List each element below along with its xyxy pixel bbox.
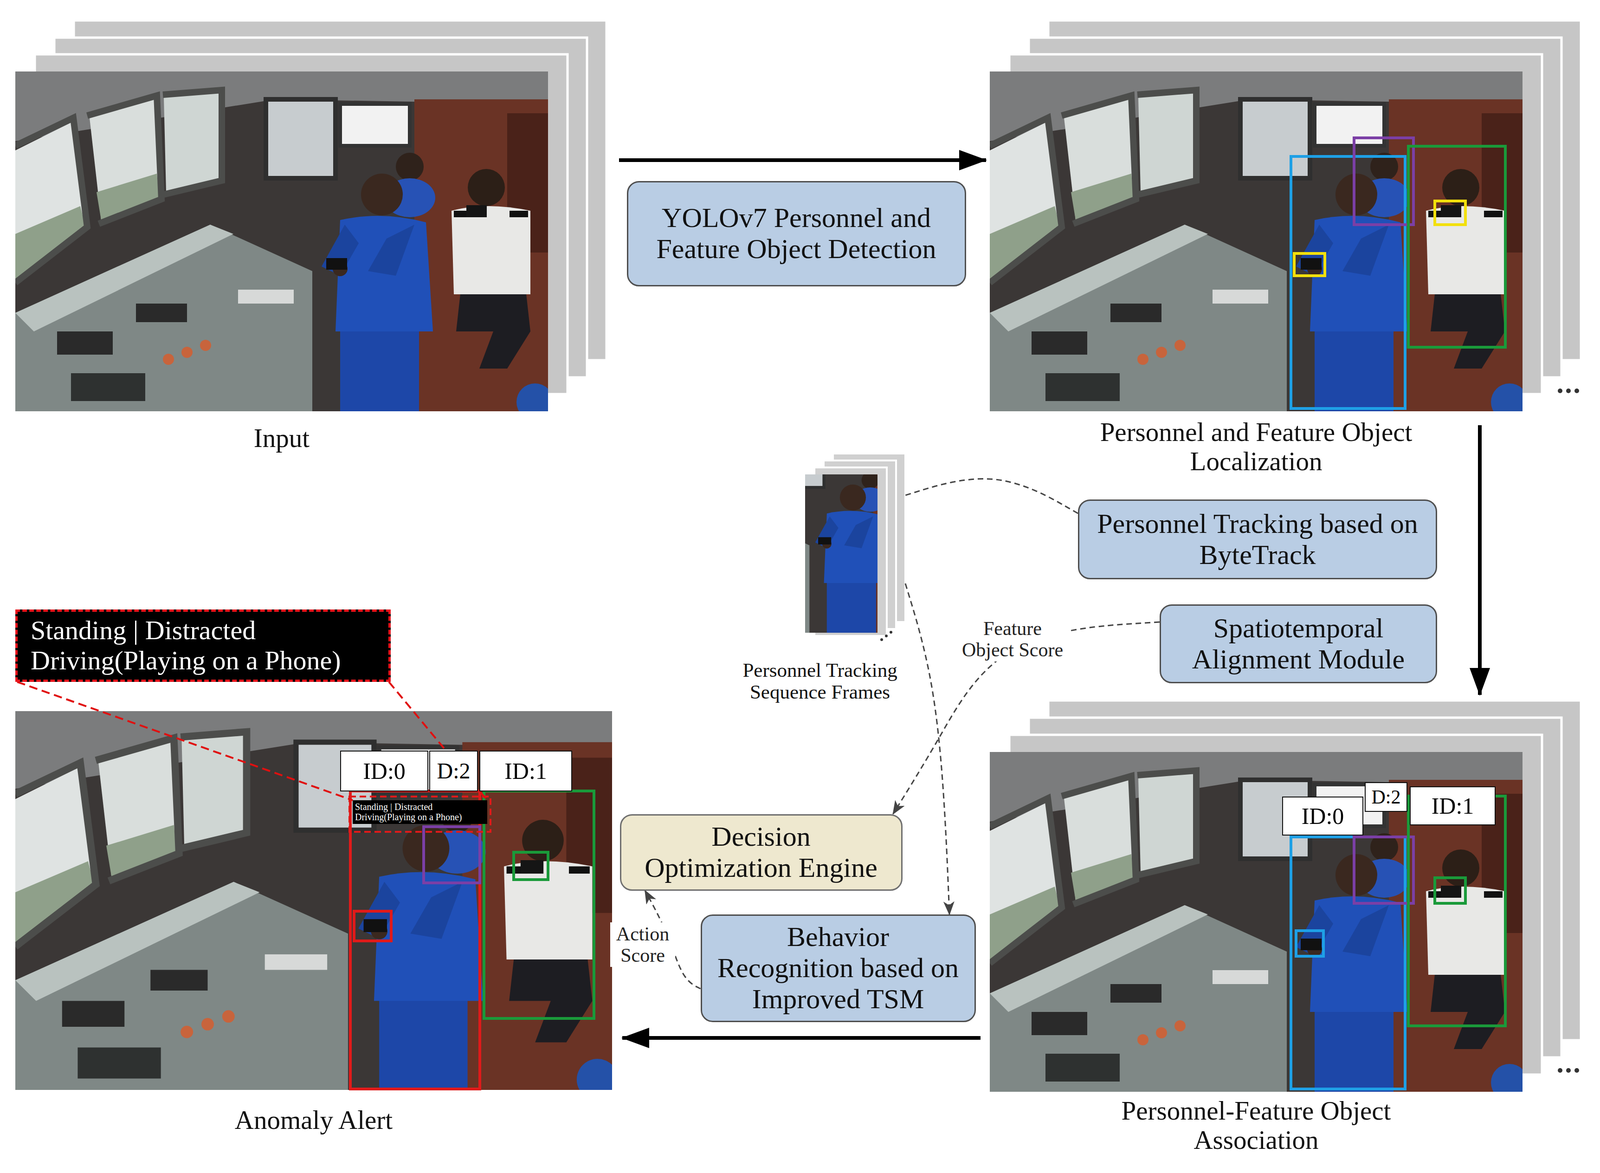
bounding-box — [1434, 200, 1466, 225]
detection-boxes — [1290, 795, 1506, 1089]
node-label: Behavior Recognition based on Improved T… — [716, 921, 961, 1015]
node-label: Personnel Tracking based on ByteTrack — [1093, 508, 1422, 571]
image-panel: Input — [15, 20, 607, 412]
id-tag: D:2 — [429, 750, 478, 792]
detection-boxes — [1290, 137, 1506, 409]
more-dot — [889, 630, 893, 634]
flow-arrow — [1477, 425, 1482, 695]
video-crop — [624, 420, 961, 639]
node-label: ID:1 — [504, 759, 548, 783]
more-dot — [1566, 1067, 1571, 1073]
node-label: Decision Optimization Engine — [635, 820, 888, 884]
video-frame — [15, 710, 619, 1100]
node-label: YOLOv7 Personnel and Feature Object Dete… — [642, 202, 951, 265]
more-dot — [884, 634, 888, 638]
more-dot — [880, 638, 884, 641]
video-frame — [989, 71, 1529, 421]
bounding-box — [1354, 836, 1414, 904]
edge-label: Feature Object Score — [954, 616, 1071, 662]
flow-arrow — [622, 1035, 981, 1040]
id-tag: ID:1 — [1409, 786, 1496, 826]
bounding-box — [513, 851, 549, 880]
id-tag: ID:0 — [340, 750, 429, 792]
frame-stack: Personnel Tracking Sequence Frames — [805, 453, 906, 643]
frame-stack — [989, 20, 1581, 421]
node-label: Standing | Distracted Driving(Playing on… — [354, 801, 485, 823]
node-label: D:2 — [437, 759, 471, 782]
process-box: Spatiotemporal Alignment Module — [1159, 604, 1438, 684]
node-label: D:2 — [1371, 787, 1401, 807]
edge-label: Action Score — [610, 922, 676, 967]
node-label: ID:0 — [1301, 804, 1345, 828]
node-label: ID:0 — [362, 759, 406, 783]
alert-outline — [349, 796, 491, 832]
connectors — [17, 160, 1480, 1038]
bounding-box — [1408, 146, 1506, 348]
bounding-box — [1354, 137, 1414, 225]
video-frame — [15, 71, 554, 421]
bounding-box — [1434, 877, 1466, 904]
bounding-box — [350, 790, 480, 1089]
bounding-box — [1296, 930, 1324, 956]
crop-stack — [624, 420, 961, 641]
alert-callout: Standing | Distracted Driving(Playing on… — [15, 609, 391, 682]
more-dot — [1574, 388, 1580, 394]
alert-tag: Standing | Distracted Driving(Playing on… — [352, 800, 488, 824]
bounding-box — [1290, 836, 1406, 1089]
id-tag: D:2 — [1364, 781, 1408, 812]
panel-caption: Anomaly Alert — [15, 1105, 613, 1135]
panel-caption: Personnel-Feature Object Association — [1061, 1096, 1452, 1155]
id-tag: ID:1 — [479, 750, 573, 792]
bounding-box — [1294, 253, 1325, 276]
id-tag: ID:0 — [1282, 796, 1364, 836]
bounding-box — [354, 910, 392, 941]
alert-frame — [15, 710, 619, 1100]
node-label: Standing | Distracted Driving(Playing on… — [30, 615, 376, 676]
more-dot — [1574, 1067, 1580, 1073]
node-label: Spatiotemporal Alignment Module — [1174, 612, 1422, 675]
more-dot — [1566, 388, 1571, 394]
image-panel: Personnel and Feature Object Localizatio… — [989, 20, 1581, 412]
data-link — [905, 583, 950, 915]
process-box: YOLOv7 Personnel and Feature Object Dete… — [626, 180, 967, 287]
flow-arrow — [619, 158, 987, 162]
bounding-box — [1290, 156, 1406, 409]
node-label: ID:1 — [1431, 793, 1475, 818]
image-panel: Personnel-Feature Object AssociationID:0… — [989, 699, 1581, 1090]
frame-stack — [15, 20, 607, 421]
more-dot — [1557, 1067, 1563, 1073]
detection-boxes — [349, 790, 594, 1089]
panel-caption: Personnel Tracking Sequence Frames — [717, 658, 923, 704]
bounding-box — [1408, 795, 1506, 1026]
crop-frame — [624, 420, 961, 639]
process-box: Behavior Recognition based on Improved T… — [700, 914, 976, 1022]
panel-caption: Personnel and Feature Object Localizatio… — [1061, 417, 1452, 476]
panel-caption: Input — [15, 423, 549, 453]
data-link — [905, 478, 1078, 514]
image-panel: Anomaly AlertID:0D:2ID:1Standing | Distr… — [15, 710, 613, 1090]
more-dot — [1557, 388, 1563, 394]
frame-stack — [989, 700, 1581, 1101]
process-box: Personnel Tracking based on ByteTrack — [1077, 499, 1438, 580]
bounding-box — [483, 790, 594, 1019]
video-frame — [989, 751, 1529, 1101]
zoom-leader — [17, 681, 488, 800]
engine-box: Decision Optimization Engine — [619, 813, 903, 891]
bounding-box — [423, 826, 480, 883]
